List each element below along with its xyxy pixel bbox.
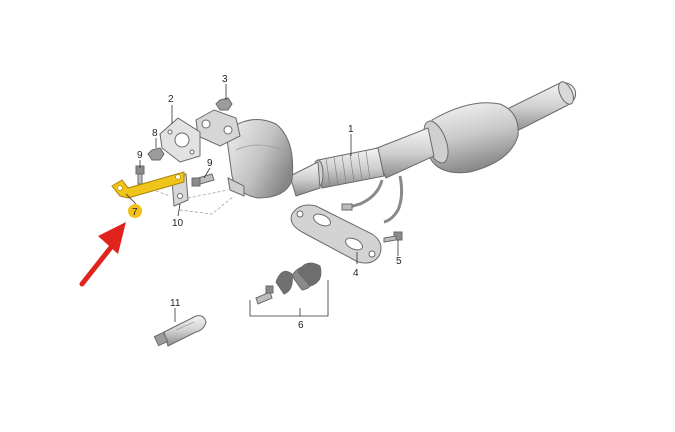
callout-7: 7 bbox=[132, 207, 138, 218]
callout-9-left: 9 bbox=[137, 150, 143, 161]
callout-6: 6 bbox=[298, 320, 304, 331]
sealant-tube-11 bbox=[153, 315, 207, 347]
bolt-9-right bbox=[191, 173, 215, 187]
leader-lines bbox=[125, 84, 399, 322]
callout-1: 1 bbox=[348, 124, 354, 135]
callout-10: 10 bbox=[172, 218, 184, 229]
callout-labels: 1 2 3 4 5 6 7 8 9 9 10 11 bbox=[128, 74, 402, 331]
nut-3 bbox=[215, 97, 233, 111]
callout-3: 3 bbox=[222, 74, 228, 85]
bolt-9-left bbox=[135, 165, 145, 185]
red-pointer-arrow bbox=[79, 222, 126, 287]
nut-8 bbox=[147, 147, 165, 161]
flange-gasket-4 bbox=[290, 204, 382, 264]
manifold-gasket bbox=[159, 117, 201, 163]
callout-5: 5 bbox=[396, 256, 402, 267]
callout-9-right: 9 bbox=[207, 158, 213, 169]
callout-2: 2 bbox=[168, 94, 174, 105]
callout-11: 11 bbox=[170, 298, 181, 309]
exhaust-front-pipe bbox=[289, 81, 577, 224]
dashed-guides bbox=[141, 185, 235, 215]
catalytic-converter bbox=[195, 109, 294, 199]
callout-8: 8 bbox=[152, 128, 158, 139]
callout-4: 4 bbox=[353, 268, 359, 279]
bolt-5 bbox=[383, 231, 403, 243]
callout-7-highlight bbox=[128, 204, 142, 218]
mounting-kit-6 bbox=[255, 262, 322, 305]
support-bracket-7 bbox=[111, 171, 185, 199]
